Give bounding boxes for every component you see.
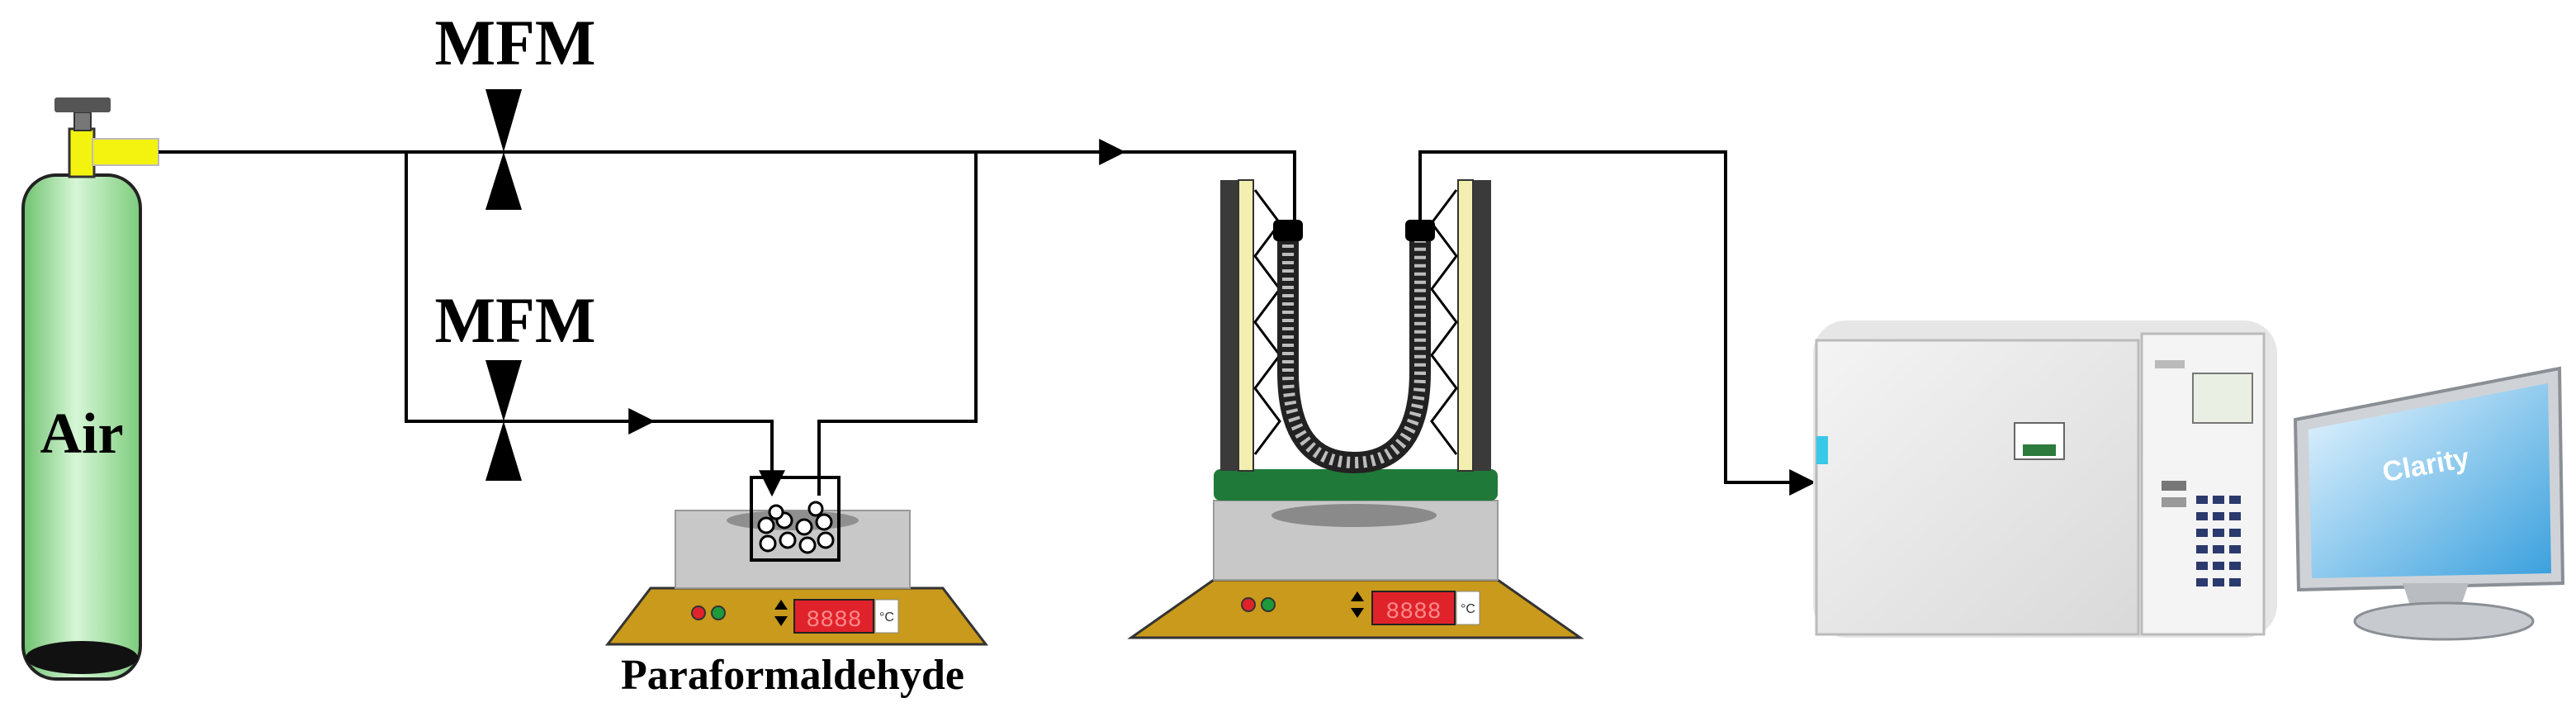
- gc-screen: [2192, 373, 2253, 424]
- insulation-felt: [1214, 469, 1498, 501]
- reactor-display: 8888: [1385, 600, 1441, 625]
- valve-handwheel: [54, 97, 111, 112]
- mfm-top: MFM: [435, 7, 596, 210]
- tube-cap-left: [1273, 220, 1303, 241]
- air-cylinder: Air: [21, 97, 159, 681]
- cylinder-valve: [68, 127, 96, 178]
- saturator-vessel: [750, 476, 841, 562]
- mfm-top-label: MFM: [435, 7, 596, 78]
- saturator-heater: 8888 °C Paraformaldehyde: [604, 476, 989, 699]
- gc-oven-door: [1815, 339, 2140, 636]
- mfm-bottom: MFM: [435, 284, 596, 481]
- reactor-unit: °C: [1461, 602, 1475, 616]
- cylinder-label: Air: [40, 402, 123, 466]
- u-tube: [1277, 236, 1431, 474]
- gas-chromatograph: [1813, 321, 2277, 638]
- u-tube-reactor: 8888 °C: [1127, 179, 1584, 639]
- heater-unit: °C: [879, 610, 894, 624]
- monitor-stand: [2353, 601, 2535, 641]
- monitor-screen: [2308, 383, 2551, 578]
- heater-display: 8888: [806, 608, 861, 634]
- outlet-fitting: [92, 138, 159, 166]
- paraformaldehyde-pellets: [757, 501, 835, 554]
- tube-cap-right: [1405, 220, 1435, 241]
- mfm-bottom-label: MFM: [435, 284, 596, 356]
- gc-keypad: [2196, 496, 2241, 586]
- piping: [159, 139, 1816, 497]
- saturator-label: Paraformaldehyde: [621, 652, 964, 699]
- computer-monitor: Clarity: [2293, 366, 2565, 641]
